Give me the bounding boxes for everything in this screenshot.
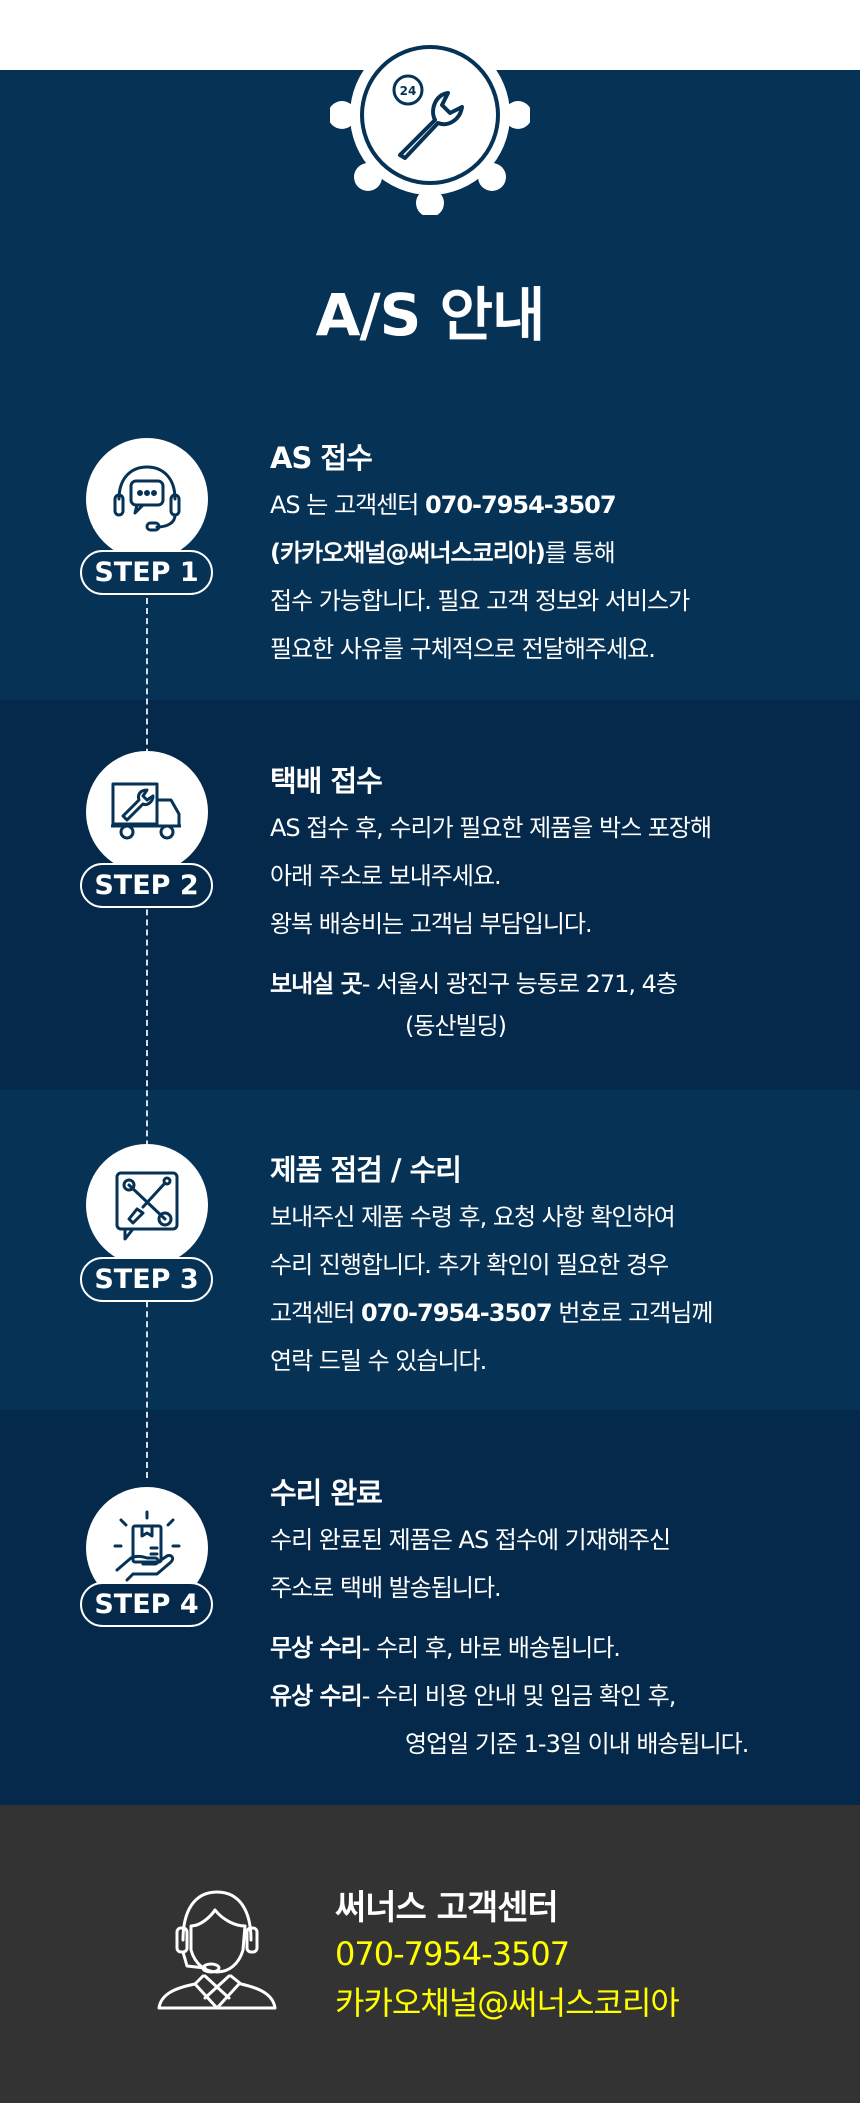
text: AS 접수 후, 수리가 필요한 제품을 박스 포장해 [270, 814, 712, 842]
step4-title: 수리 완료 [270, 1476, 383, 1510]
step2-badge: STEP 2 [80, 863, 213, 908]
phone-number: 070-7954-3507 [360, 1299, 553, 1327]
paid-repair-text: - 수리 비용 안내 및 입금 확인 후, [361, 1682, 677, 1710]
step1-icon-circle [86, 438, 208, 560]
page-title: A/S 안내 [315, 281, 546, 349]
text: 아래 주소로 보내주세요. [270, 862, 502, 890]
text: 필요한 사유를 구체적으로 전달해주세요. [270, 635, 656, 663]
hand-package-icon [113, 1510, 181, 1582]
footer-title: 써너스 고객센터 [335, 1888, 559, 1928]
timeline-dashed-line [146, 598, 148, 1478]
24h-wrench-gear-icon: 24 [330, 15, 530, 215]
text: 보내주신 제품 수령 후, 요청 사항 확인하여 [270, 1203, 676, 1231]
step4-badge: STEP 4 [80, 1582, 213, 1627]
svg-text:24: 24 [400, 84, 417, 98]
paid-repair-text-2: 영업일 기준 1-3일 이내 배송됩니다. [405, 1730, 749, 1758]
step1-badge: STEP 1 [80, 550, 213, 595]
step4-description: 수리 완료된 제품은 AS 접수에 기재해주신 주소로 택배 발송됩니다. 무상… [270, 1516, 850, 1768]
text: 연락 드릴 수 있습니다. [270, 1347, 487, 1375]
address-building: (동산빌딩) [405, 1012, 507, 1040]
address: - 서울시 광진구 능동로 271, 4층 [361, 970, 678, 998]
step2-description: AS 접수 후, 수리가 필요한 제품을 박스 포장해 아래 주소로 보내주세요… [270, 804, 850, 1050]
step3-icon-circle [86, 1144, 208, 1266]
tools-message-icon [115, 1171, 179, 1241]
text: 를 통해 [544, 539, 616, 567]
text: 주소로 택배 발송됩니다. [270, 1574, 502, 1602]
address-label: 보내실 곳 [270, 970, 363, 998]
free-repair-text: - 수리 후, 바로 배송됩니다. [361, 1634, 621, 1662]
footer-phone[interactable]: 070-7954-3507 [335, 1935, 570, 1973]
step2-title: 택배 접수 [270, 764, 383, 798]
text: 번호로 고객님께 [551, 1299, 713, 1327]
step1-description: AS 는 고객센터 070-7954-3507 (카카오채널@써너스코리아)를 … [270, 481, 850, 673]
free-repair-label: 무상 수리 [270, 1634, 363, 1662]
text: 왕복 배송비는 고객님 부담입니다. [270, 910, 593, 938]
headset-chat-icon [113, 465, 181, 532]
footer [0, 1805, 860, 2103]
customer-agent-icon [157, 1890, 277, 2010]
step2-icon-circle [86, 751, 208, 873]
phone-number: 070-7954-3507 [424, 491, 617, 519]
text: 수리 진행합니다. 추가 확인이 필요한 경우 [270, 1251, 669, 1279]
paid-repair-label: 유상 수리 [270, 1682, 363, 1710]
step3-badge: STEP 3 [80, 1257, 213, 1302]
footer-kakao-channel[interactable]: 카카오채널@써너스코리아 [335, 1984, 680, 2022]
kakao-channel: (카카오채널@써너스코리아) [270, 539, 546, 567]
step1-title: AS 접수 [270, 441, 373, 475]
text: 고객센터 [270, 1299, 361, 1327]
text: 접수 가능합니다. 필요 고객 정보와 서비스가 [270, 587, 690, 615]
repair-truck-icon [111, 782, 181, 840]
text: AS 는 고객센터 [270, 491, 425, 519]
step3-description: 보내주신 제품 수령 후, 요청 사항 확인하여 수리 진행합니다. 추가 확인… [270, 1193, 850, 1385]
step3-title: 제품 점검 / 수리 [270, 1153, 462, 1187]
text: 수리 완료된 제품은 AS 접수에 기재해주신 [270, 1526, 671, 1554]
